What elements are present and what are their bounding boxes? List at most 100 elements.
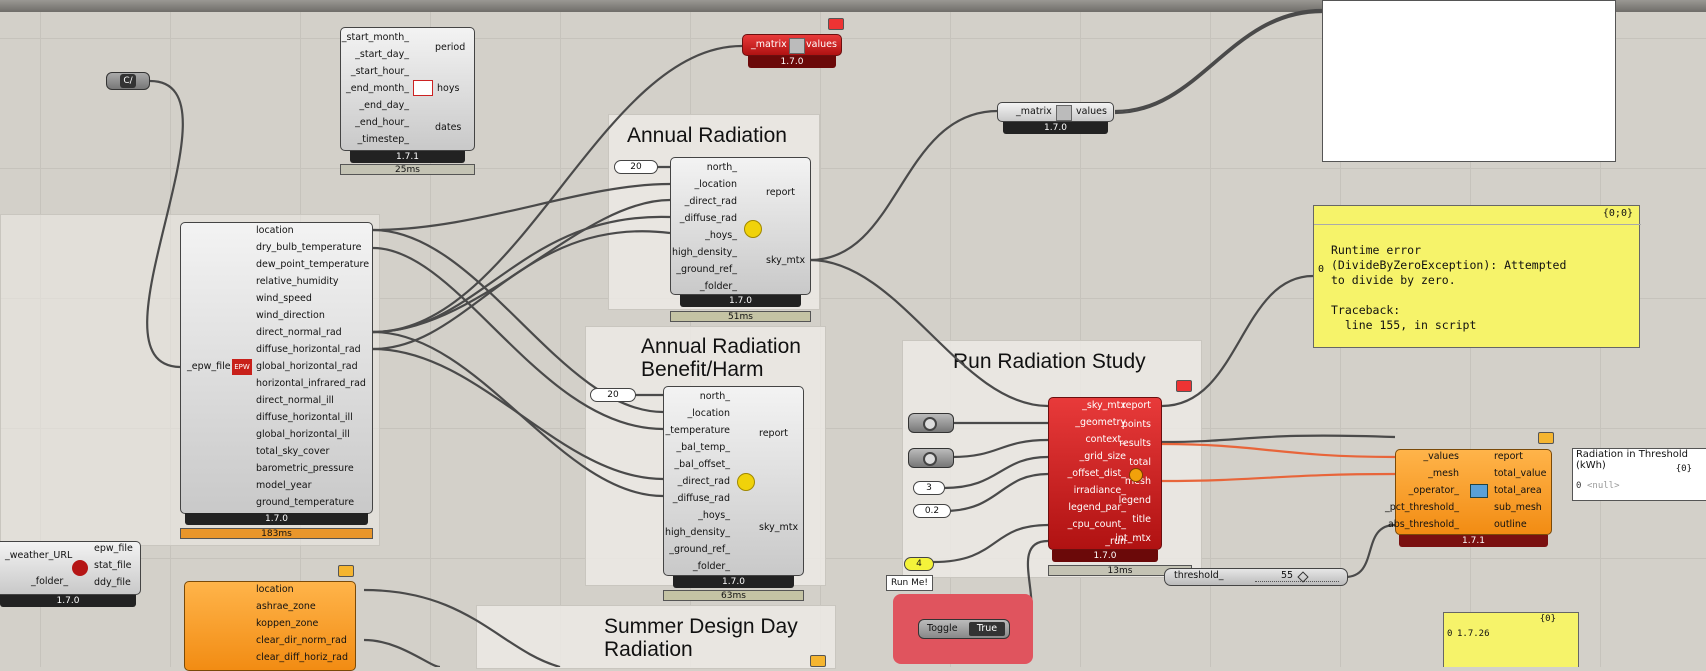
input-port[interactable]: _operator_ bbox=[1408, 485, 1459, 496]
output-port[interactable]: wind_speed bbox=[256, 293, 312, 304]
cpu-count-input[interactable]: 4 bbox=[904, 557, 934, 571]
output-port[interactable]: stat_file bbox=[94, 560, 132, 571]
output-port[interactable]: ashrae_zone bbox=[256, 601, 316, 612]
input-port[interactable]: _folder_ bbox=[692, 561, 730, 572]
input-port[interactable]: _start_day_ bbox=[355, 49, 409, 60]
output-port[interactable]: direct_normal_ill bbox=[256, 395, 334, 406]
cd-node[interactable]: C/ bbox=[106, 72, 150, 90]
threshold-slider[interactable]: threshold_ 55 bbox=[1164, 568, 1348, 586]
output-port[interactable]: location bbox=[256, 225, 294, 236]
output-port[interactable]: report bbox=[1121, 400, 1151, 411]
input-port[interactable]: _diffuse_rad bbox=[679, 213, 737, 224]
error-flag-icon[interactable] bbox=[1176, 380, 1192, 392]
input-port[interactable]: _cpu_count_ bbox=[1067, 519, 1126, 530]
warning-flag-icon[interactable] bbox=[828, 18, 844, 30]
output-port[interactable]: horizontal_infrared_rad bbox=[256, 378, 366, 389]
output-port[interactable]: hoys bbox=[437, 83, 460, 94]
input-port[interactable]: irradiance_ bbox=[1073, 485, 1126, 496]
output-port[interactable]: total_sky_cover bbox=[256, 446, 330, 457]
input-port[interactable]: _geometry bbox=[1075, 417, 1126, 428]
run-toggle[interactable]: Toggle True bbox=[918, 619, 1010, 639]
geometry-param[interactable] bbox=[908, 413, 954, 433]
input-port[interactable]: _end_hour_ bbox=[355, 117, 409, 128]
threshold-component[interactable]: _values _mesh _operator_ _pct_threshold_… bbox=[1385, 449, 1552, 535]
north-number-input[interactable]: 20 bbox=[590, 388, 636, 402]
download-weather-component[interactable]: _weather_URL _folder_ epw_file stat_file… bbox=[0, 541, 141, 595]
radiation-threshold-panel[interactable]: Radiation in Threshold (kWh) {0} 0 <null… bbox=[1572, 448, 1706, 501]
output-port[interactable]: values bbox=[1076, 106, 1107, 117]
input-port[interactable]: _end_month_ bbox=[346, 83, 409, 94]
input-port[interactable]: _start_hour_ bbox=[350, 66, 409, 77]
toggle-value[interactable]: True bbox=[969, 622, 1005, 636]
output-port[interactable]: dew_point_temperature bbox=[256, 259, 370, 270]
output-port[interactable]: legend bbox=[1118, 495, 1151, 506]
error-panel[interactable]: {0;0} 0 Runtime error (DivideByZeroExcep… bbox=[1313, 205, 1641, 348]
output-port[interactable]: title bbox=[1132, 514, 1151, 525]
input-port[interactable]: _start_month_ bbox=[341, 32, 409, 43]
output-port[interactable]: int_mtx bbox=[1115, 533, 1151, 544]
output-port[interactable]: points bbox=[1121, 419, 1151, 430]
output-port[interactable]: sky_mtx bbox=[766, 255, 806, 266]
input-port[interactable]: _end_day_ bbox=[359, 100, 409, 111]
output-port[interactable]: koppen_zone bbox=[256, 618, 319, 629]
input-port[interactable]: _weather_URL bbox=[5, 550, 73, 561]
output-port[interactable]: sub_mesh bbox=[1494, 502, 1542, 513]
input-port[interactable]: _ground_ref_ bbox=[676, 264, 737, 275]
benefit-sky-matrix-component[interactable]: north_ _location _temperature _bal_temp_… bbox=[663, 386, 804, 576]
input-port[interactable]: _values bbox=[1423, 451, 1459, 462]
output-port[interactable]: ground_temperature bbox=[256, 497, 355, 508]
output-port[interactable]: period bbox=[435, 42, 466, 53]
output-port[interactable]: wind_direction bbox=[256, 310, 325, 321]
output-port[interactable]: global_horizontal_ill bbox=[256, 429, 350, 440]
input-port[interactable]: north_ bbox=[699, 391, 730, 402]
output-port[interactable]: clear_dir_norm_rad bbox=[256, 635, 347, 646]
analysis-period-component[interactable]: _start_month_ _start_day_ _start_hour_ _… bbox=[340, 27, 475, 151]
info-flag-icon[interactable] bbox=[810, 655, 826, 667]
output-port[interactable]: total_area bbox=[1494, 485, 1542, 496]
group-summer-design[interactable]: Summer Design Day Radiation bbox=[476, 605, 836, 669]
output-port[interactable]: outline bbox=[1494, 519, 1527, 530]
output-port[interactable]: report bbox=[1494, 451, 1524, 462]
output-port[interactable]: epw_file bbox=[94, 543, 133, 554]
radiation-study-component[interactable]: _sky_mtx _geometry context_ _grid_size _… bbox=[1048, 397, 1162, 550]
info-flag-icon[interactable] bbox=[338, 565, 354, 577]
output-port[interactable]: values bbox=[806, 39, 837, 50]
input-port[interactable]: _temperature bbox=[665, 425, 730, 436]
input-port[interactable]: high_density_ bbox=[664, 527, 730, 538]
output-port[interactable]: sky_mtx bbox=[759, 522, 799, 533]
input-port[interactable]: _epw_file bbox=[187, 361, 231, 372]
version-panel[interactable]: {0} 0 1.7.26 bbox=[1443, 612, 1579, 667]
input-port[interactable]: _diffuse_rad bbox=[672, 493, 730, 504]
import-stat-component[interactable]: location ashrae_zone koppen_zone clear_d… bbox=[184, 581, 356, 671]
output-port[interactable]: relative_humidity bbox=[256, 276, 339, 287]
input-port[interactable]: _folder_ bbox=[31, 576, 69, 587]
offset-input[interactable]: 0.2 bbox=[913, 504, 951, 518]
output-port[interactable]: report bbox=[766, 187, 796, 198]
input-port[interactable]: abs_threshold_ bbox=[1387, 519, 1459, 530]
input-port[interactable]: _pct_threshold_ bbox=[1385, 502, 1459, 513]
input-port[interactable]: _hoys_ bbox=[698, 510, 730, 521]
output-port[interactable]: model_year bbox=[256, 480, 312, 491]
input-port[interactable]: _hoys_ bbox=[705, 230, 737, 241]
input-port[interactable]: context_ bbox=[1085, 434, 1126, 445]
output-port[interactable]: global_horizontal_rad bbox=[256, 361, 358, 372]
sky-matrix-component[interactable]: north_ _location _direct_rad _diffuse_ra… bbox=[670, 157, 811, 295]
output-port[interactable]: dry_bulb_temperature bbox=[256, 242, 362, 253]
output-port[interactable]: ddy_file bbox=[94, 577, 131, 588]
input-port[interactable]: _timestep_ bbox=[357, 134, 409, 145]
output-port[interactable]: total_value bbox=[1494, 468, 1547, 479]
input-port[interactable]: _matrix bbox=[1016, 106, 1052, 117]
input-port[interactable]: _sky_mtx bbox=[1082, 400, 1126, 411]
input-port[interactable]: _location bbox=[687, 408, 730, 419]
output-port[interactable]: clear_diff_horiz_rad bbox=[256, 652, 349, 663]
output-port[interactable]: results bbox=[1119, 438, 1151, 449]
input-port[interactable]: _bal_temp_ bbox=[676, 442, 730, 453]
output-port[interactable]: report bbox=[759, 428, 789, 439]
input-port[interactable]: _matrix bbox=[751, 39, 787, 50]
input-port[interactable]: _grid_size bbox=[1079, 451, 1126, 462]
grid-size-input[interactable]: 3 bbox=[913, 481, 945, 495]
output-port[interactable]: diffuse_horizontal_rad bbox=[256, 344, 361, 355]
input-port[interactable]: _bal_offset_ bbox=[674, 459, 730, 470]
info-flag-icon[interactable] bbox=[1538, 432, 1554, 444]
input-port[interactable]: high_density_ bbox=[671, 247, 737, 258]
